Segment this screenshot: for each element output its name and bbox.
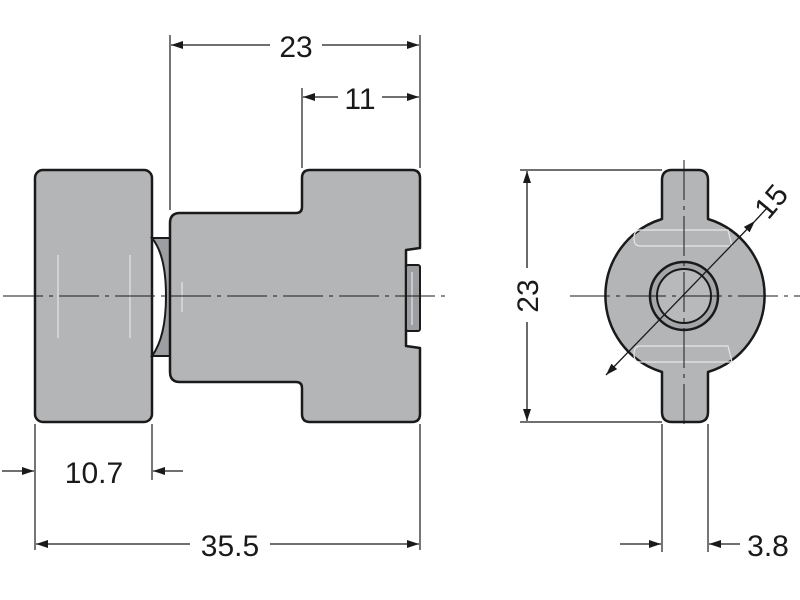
dim-total-length: 35.5 xyxy=(201,530,259,563)
front-view xyxy=(3,168,450,424)
dim-line-diameter xyxy=(605,220,756,376)
neck xyxy=(149,237,173,357)
dim-top-width: 23 xyxy=(279,31,312,64)
dim-tab-width: 3.8 xyxy=(747,530,789,563)
front-dimensions: 23 11 10.7 35.5 xyxy=(2,31,421,563)
dim-top-small: 11 xyxy=(344,83,375,116)
dim-diameter: 15 xyxy=(748,179,795,226)
dim-side-height: 23 xyxy=(512,279,545,312)
dim-left-flange: 10.7 xyxy=(65,457,123,490)
right-knob xyxy=(405,264,421,332)
